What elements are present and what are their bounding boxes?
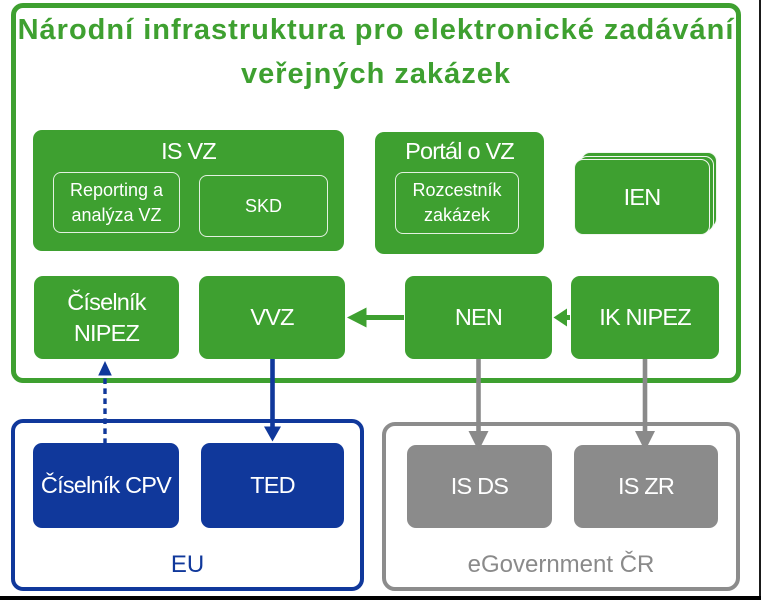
node-ciselnik-nipez-line2: NIPEZ xyxy=(73,319,140,346)
diagram-title: Národní infrastruktura pro elektronické … xyxy=(16,9,736,96)
node-ted-label: TED xyxy=(250,472,295,498)
node-portal-o-vz-label: Portál o VZ xyxy=(405,137,515,164)
node-is-zr-label: IS ZR xyxy=(617,473,675,499)
node-ik-nipez: IK NIPEZ xyxy=(571,276,719,359)
node-reporting-analyza-vz: Reporting a analýza VZ xyxy=(53,172,180,233)
node-ien: IEN xyxy=(574,159,710,235)
node-is-ds: IS DS xyxy=(407,445,552,528)
node-ciselnik-nipez-line1: Číselník xyxy=(67,288,146,315)
eu-frame xyxy=(11,419,364,591)
diagram-title-line2: veřejných zakázek xyxy=(240,57,512,90)
node-ciselnik-cpv: Číselník CPV xyxy=(33,443,179,528)
node-ciselnik-cpv-label: Číselník CPV xyxy=(40,472,172,498)
node-ted: TED xyxy=(201,443,344,528)
node-ciselnik-nipez: Číselník NIPEZ xyxy=(34,276,179,359)
node-nen-label: NEN xyxy=(454,304,503,330)
node-is-ds-label: IS DS xyxy=(450,473,509,499)
node-vvz-label: VVZ xyxy=(250,304,294,330)
diagram-title-line1: Národní infrastruktura pro elektronické … xyxy=(17,14,735,46)
node-ik-nipez-label: IK NIPEZ xyxy=(599,304,691,330)
node-vvz: VVZ xyxy=(199,276,345,359)
node-skd: SKD xyxy=(199,175,328,237)
node-is-zr: IS ZR xyxy=(574,445,718,528)
node-rozcestnik-zakazek-line2: zakázek xyxy=(423,205,491,225)
node-reporting-analyza-vz-line2: analýza VZ xyxy=(71,204,162,225)
eu-frame-label: EU xyxy=(170,551,205,578)
page-edge-right xyxy=(759,0,761,600)
page-edge-bottom xyxy=(0,596,761,600)
egovernment-frame-label: eGovernment ČR xyxy=(467,551,655,578)
node-reporting-analyza-vz-line1: Reporting a xyxy=(69,179,164,200)
node-portal-o-vz: Portál o VZ Rozcestník zakázek xyxy=(375,132,544,254)
infrastructure-frame xyxy=(11,3,741,383)
node-nen: NEN xyxy=(405,276,552,359)
node-ien-label: IEN xyxy=(623,183,662,210)
egovernment-frame xyxy=(382,422,740,591)
node-is-vz-label: IS VZ xyxy=(161,138,217,164)
node-skd-label: SKD xyxy=(244,195,282,216)
node-rozcestnik-zakazek-line1: Rozcestník xyxy=(412,180,502,200)
node-is-vz: IS VZ Reporting a analýza VZ SKD xyxy=(33,130,344,251)
node-rozcestnik-zakazek: Rozcestník zakázek xyxy=(395,172,519,234)
